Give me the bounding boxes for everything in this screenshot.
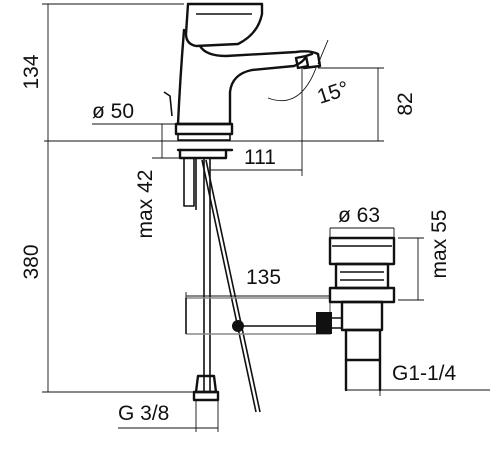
dim-waste-thread: G1-1/4: [392, 362, 457, 385]
dim-waste-diameter: ø 63: [338, 204, 380, 227]
dim-total-height: 380: [20, 244, 43, 279]
pop-up-waste: [316, 236, 396, 392]
dimension-lines: [42, 3, 490, 432]
dim-lever-angle: 15°: [314, 77, 351, 109]
dim-supply-thread: G 3/8: [118, 402, 169, 425]
dim-rod-length: 135: [246, 266, 281, 289]
dim-waste-thickness: max 55: [428, 210, 451, 279]
dim-spout-height: 82: [394, 92, 417, 115]
dim-spout-reach: 111: [244, 146, 276, 169]
dim-base-diameter: ø 50: [92, 100, 134, 123]
faucet-body: [163, 2, 322, 402]
dim-deck-thickness: max 42: [134, 170, 157, 239]
dim-tap-height: 134: [20, 54, 43, 89]
